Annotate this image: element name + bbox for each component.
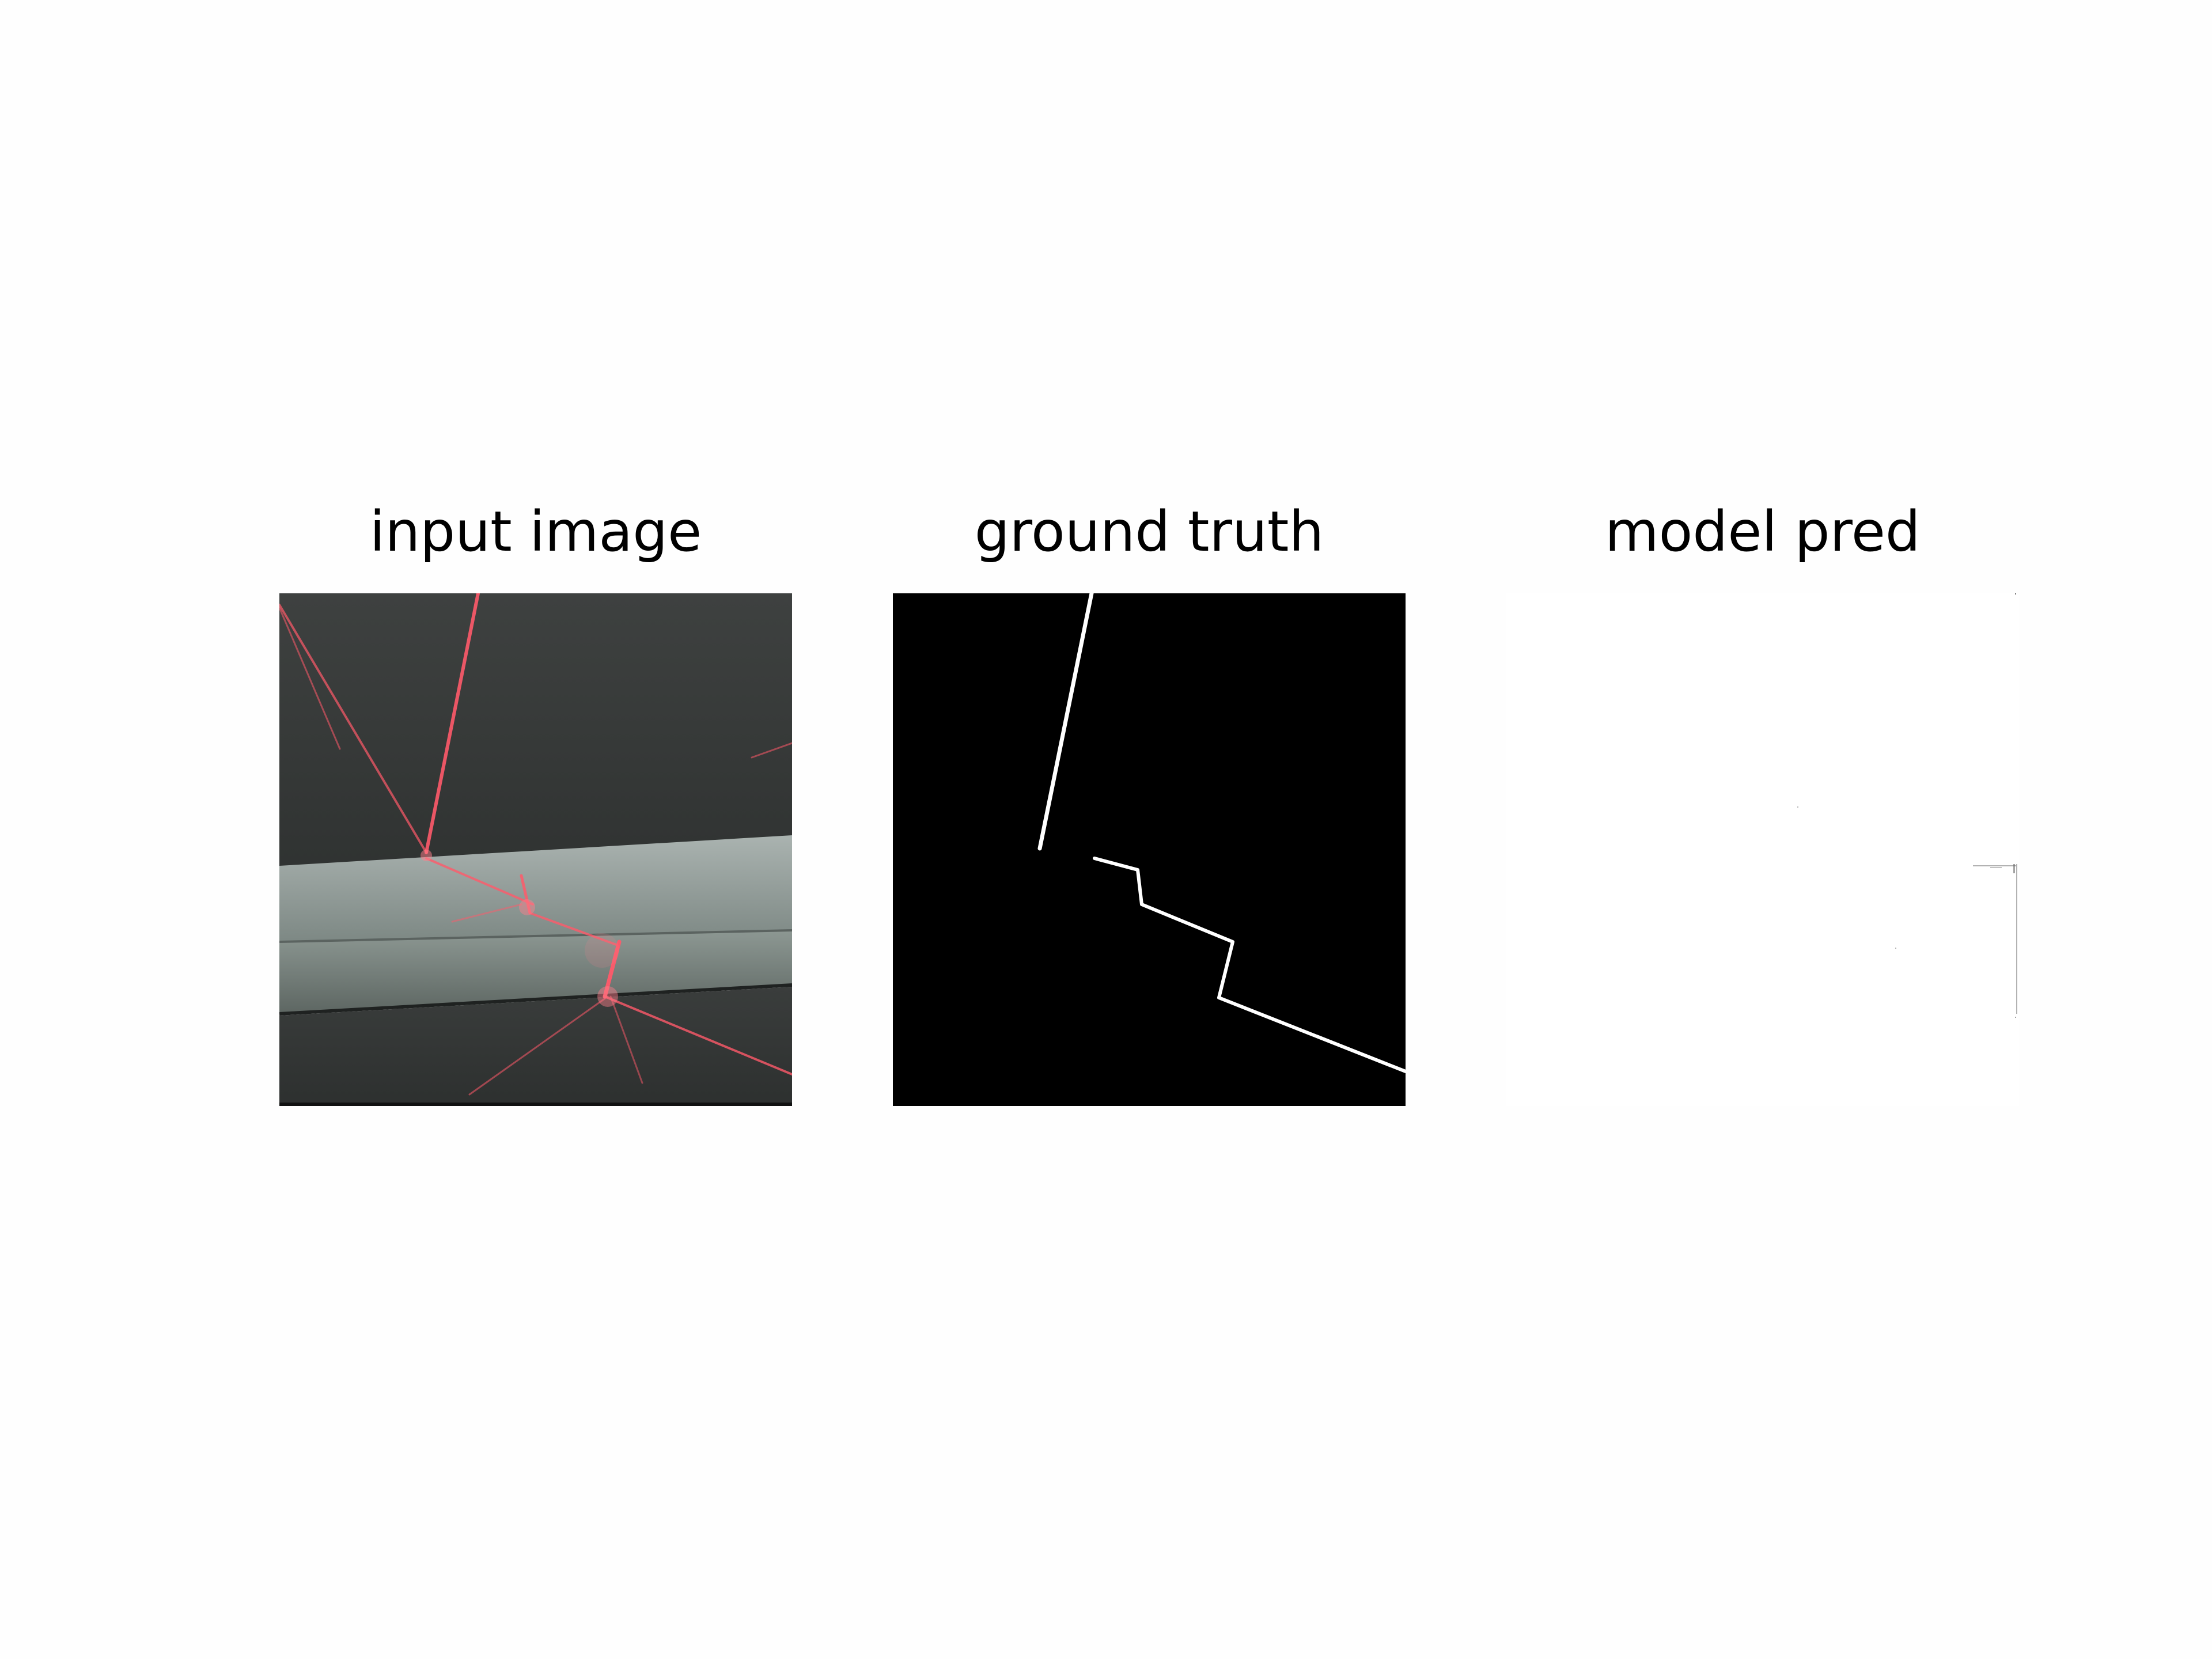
laser-glow — [421, 850, 619, 1007]
bar-bottom-edge — [279, 983, 792, 1016]
bar-front-face — [279, 930, 792, 1014]
input-image — [279, 593, 792, 1106]
input-image-bottom-border — [279, 1103, 792, 1106]
input-image-panel — [279, 593, 792, 1106]
bar-edge — [279, 929, 792, 943]
wall-region — [279, 593, 792, 881]
panel-title-ground-truth: ground truth — [974, 499, 1324, 564]
pred-speckles — [1797, 593, 2017, 1018]
pred-background — [1506, 593, 2019, 1106]
mask-background — [893, 593, 1406, 1106]
model-pred-panel — [1506, 593, 2019, 1106]
bar-top-surface — [279, 835, 792, 942]
ground-truth-mask — [893, 593, 1406, 1106]
ground-truth-panel — [893, 593, 1406, 1106]
laser-lines — [279, 593, 792, 1096]
panel-title-model-pred: model pred — [1605, 499, 1921, 564]
model-pred-mask — [1506, 593, 2019, 1106]
floor-region — [279, 987, 792, 1106]
panel-title-input-image: input image — [369, 499, 702, 564]
mask-lines — [1037, 593, 1406, 1073]
